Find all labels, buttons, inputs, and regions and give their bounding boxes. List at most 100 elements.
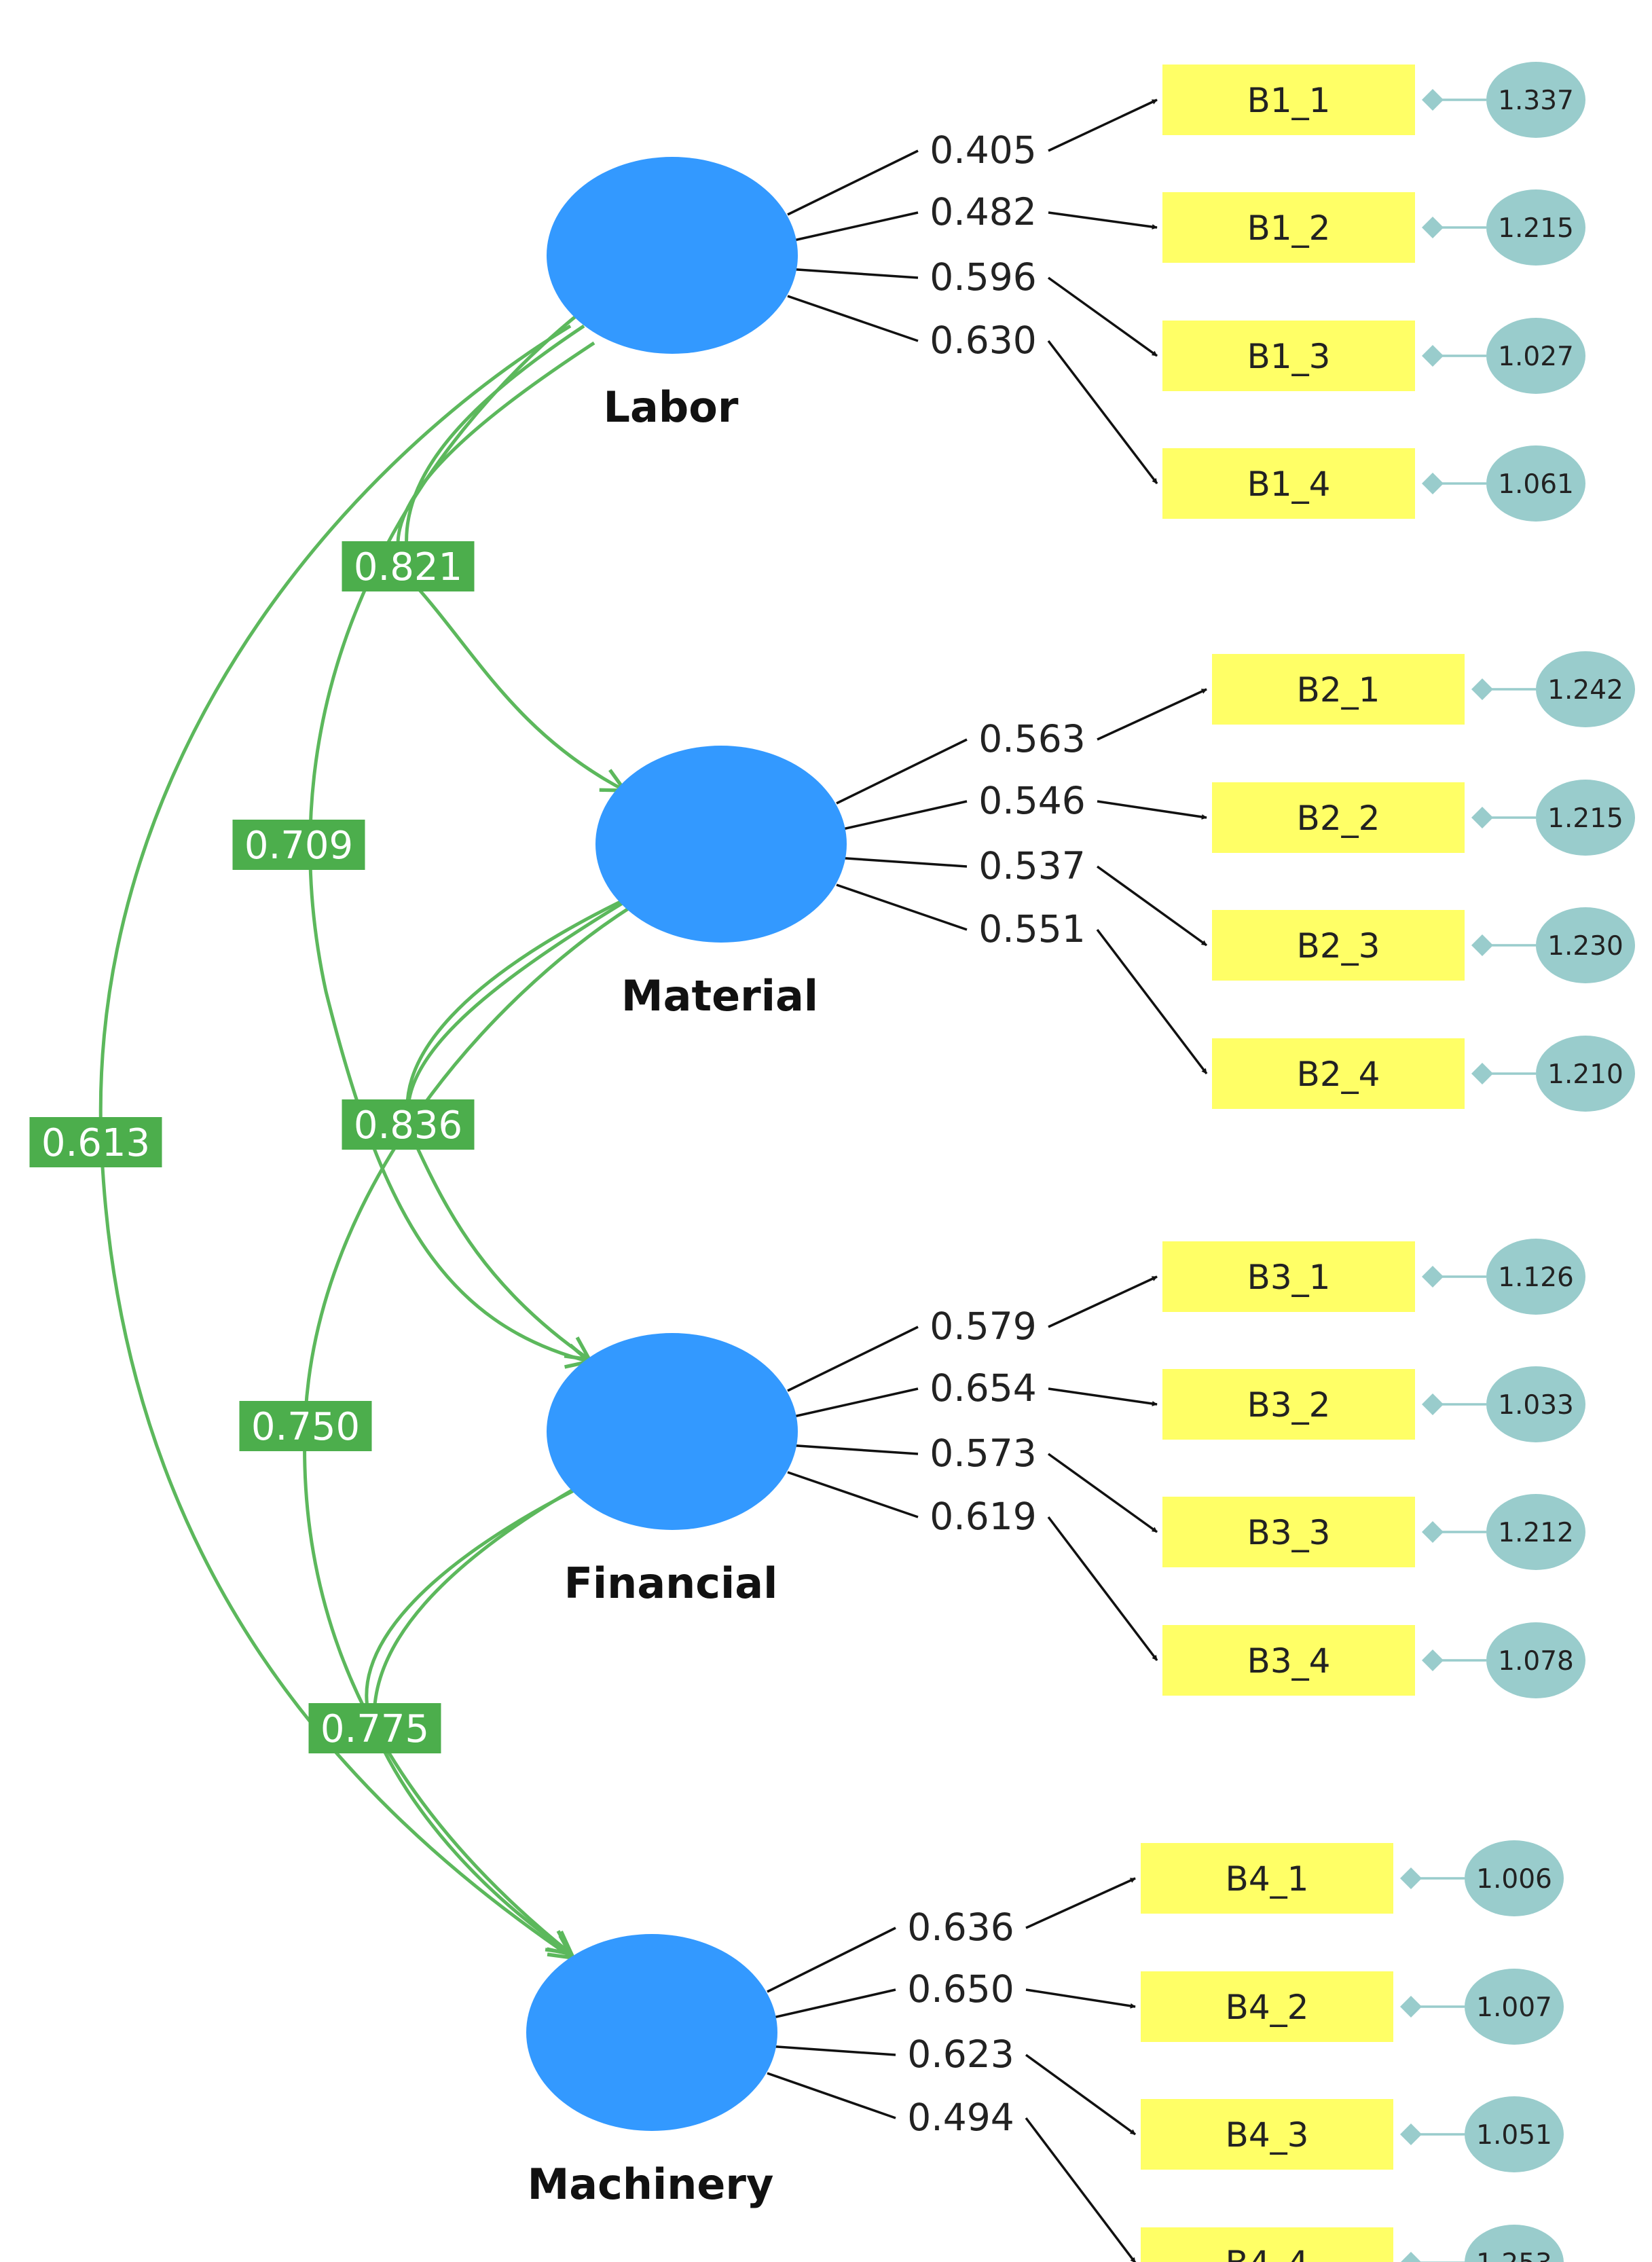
loading-value: 0.619	[930, 1495, 1036, 1538]
correlation-arc-secondary-2	[374, 1485, 579, 1728]
error-diamond-icon	[1422, 217, 1444, 238]
error-value: 1.230	[1547, 931, 1623, 962]
error-diamond-icon	[1422, 345, 1444, 367]
correlation-label: 0.821	[342, 541, 475, 591]
indicator-b3-3: B3_3	[1162, 1497, 1415, 1567]
loading-arrow	[1097, 688, 1207, 741]
latent-label: Material	[621, 971, 818, 1021]
indicator-box	[1162, 192, 1415, 263]
indicator-box	[1212, 1038, 1465, 1109]
loading-value: 0.563	[978, 717, 1085, 761]
correlation-label-bg	[232, 820, 365, 870]
indicator-b4-4: B4_4	[1141, 2227, 1393, 2262]
correlation-label: 0.709	[232, 820, 365, 870]
loading-value: 0.405	[930, 128, 1036, 172]
loading-line	[787, 1326, 919, 1392]
indicator-label: B2_4	[1297, 1055, 1380, 1094]
loading-layer	[767, 98, 1208, 2262]
error-value: 1.007	[1476, 1992, 1552, 2023]
loading-arrow	[1047, 340, 1158, 485]
latent-label: Machinery	[528, 2159, 774, 2209]
loading-arrow	[1048, 1387, 1158, 1406]
indicator-label: B2_1	[1297, 670, 1380, 710]
loading-value: 0.494	[907, 2096, 1014, 2139]
correlation-label: 0.775	[308, 1703, 441, 1753]
loading-line	[787, 1444, 919, 1455]
indicator-box	[1162, 448, 1415, 519]
loading-value: 0.596	[930, 255, 1036, 299]
error-ellipse	[1465, 1840, 1564, 1916]
error-term: 1.027	[1486, 318, 1585, 394]
error-value: 1.006	[1476, 1864, 1552, 1895]
correlation-label: 0.613	[29, 1117, 162, 1167]
indicator-label: B3_3	[1247, 1513, 1331, 1552]
indicator-b4-1: B4_1	[1141, 1843, 1393, 1914]
error-term: 1.210	[1536, 1036, 1635, 1112]
indicator-label: B1_3	[1247, 337, 1331, 376]
error-term: 1.215	[1486, 189, 1585, 266]
indicator-b2-3: B2_3	[1212, 910, 1465, 981]
correlation-label: 0.836	[342, 1099, 475, 1150]
error-value: 1.215	[1498, 213, 1574, 244]
error-term: 1.215	[1536, 780, 1635, 856]
correlation-value: 0.613	[41, 1121, 150, 1165]
loading-line	[787, 268, 919, 279]
latent-machinery: Machinery	[526, 1934, 777, 2209]
loading-line	[787, 211, 919, 243]
error-ellipse	[1486, 62, 1585, 138]
correlation-value: 0.821	[354, 545, 462, 589]
error-diamond-icon	[1422, 1649, 1444, 1671]
indicator-box	[1141, 2227, 1393, 2262]
latent-labor: Labor	[547, 157, 798, 432]
loading-value: 0.650	[907, 1967, 1014, 2011]
indicator-box	[1141, 1843, 1393, 1914]
error-term: 1.051	[1465, 2096, 1564, 2172]
error-value: 1.215	[1547, 803, 1623, 834]
indicator-box	[1162, 1241, 1415, 1312]
error-ellipse	[1465, 1969, 1564, 2045]
correlation-value: 0.836	[354, 1103, 462, 1148]
error-value: 1.051	[1476, 2120, 1552, 2151]
error-value: 1.078	[1498, 1646, 1574, 1677]
loading-line	[836, 738, 968, 805]
latent-ellipse	[526, 1934, 777, 2131]
latent-ellipse	[547, 1333, 798, 1530]
error-value: 1.253	[1476, 2248, 1552, 2262]
error-term: 1.006	[1465, 1840, 1564, 1916]
latent-financial: Financial	[547, 1333, 798, 1608]
indicator-b4-2: B4_2	[1141, 1971, 1393, 2042]
indicator-b1-3: B1_3	[1162, 321, 1415, 391]
indicator-b3-1: B3_1	[1162, 1241, 1415, 1312]
indicator-b1-4: B1_4	[1162, 448, 1415, 519]
loading-arrow	[1097, 800, 1207, 820]
latent-ellipse	[547, 157, 798, 354]
indicator-box	[1141, 1971, 1393, 2042]
latent-material: Material	[595, 746, 847, 1021]
error-ellipse	[1486, 318, 1585, 394]
loading-value: 0.573	[930, 1431, 1036, 1475]
error-diamond-icon	[1471, 807, 1493, 828]
label-layer: 0.821 0.709 0.613 0.836 0.750 0.775 0.405 0.482…	[29, 128, 1086, 2139]
loading-value: 0.482	[930, 190, 1036, 234]
error-ellipse	[1486, 1494, 1585, 1570]
indicator-b2-1: B2_1	[1212, 654, 1465, 725]
loading-line	[787, 1387, 919, 1419]
loading-arrow	[1048, 211, 1158, 230]
error-value: 1.061	[1498, 469, 1574, 500]
error-diamond-icon	[1471, 934, 1493, 956]
error-value: 1.210	[1547, 1059, 1623, 1090]
error-term: 1.212	[1486, 1494, 1585, 1570]
loading-line	[767, 1927, 896, 1993]
indicator-label: B3_4	[1247, 1641, 1331, 1681]
loading-arrow	[1025, 2054, 1137, 2136]
correlation-label-bg	[29, 1117, 162, 1167]
loading-value: 0.623	[907, 2032, 1014, 2076]
indicator-label: B2_2	[1297, 799, 1380, 838]
loading-line	[767, 2072, 896, 2119]
error-ellipse	[1536, 907, 1635, 983]
indicator-label: B4_2	[1226, 1988, 1309, 2027]
loading-line	[767, 1988, 896, 2020]
correlation-label: 0.750	[239, 1401, 372, 1451]
